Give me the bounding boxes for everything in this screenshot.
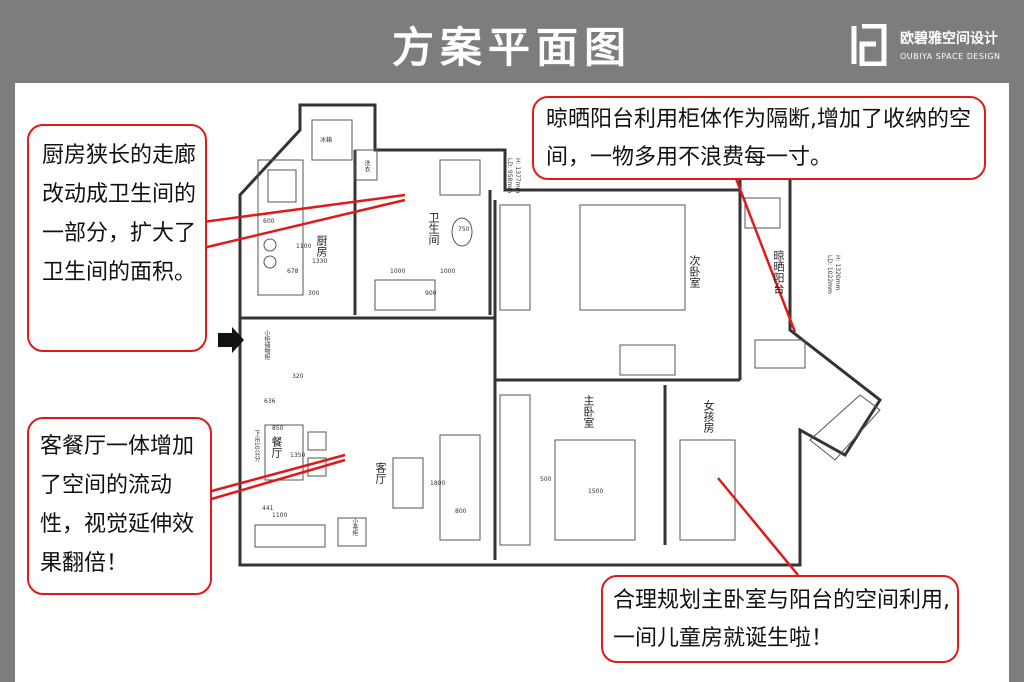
girl-bed bbox=[679, 439, 736, 541]
room-label-master-bedroom: 主卧室 bbox=[582, 395, 595, 428]
callout-balcony: 晾晒阳台利用柜体作为隔断,增加了收纳的空间，一物多用不浪费每一寸。 bbox=[532, 96, 986, 180]
brand-subtitle: OUBIYA SPACE DESIGN bbox=[900, 52, 1001, 61]
dim-500: 500 bbox=[540, 476, 552, 483]
dim-850: 850 bbox=[272, 425, 284, 432]
wardrobe-2 bbox=[499, 394, 531, 546]
callout-living-text: 客餐厅一体增加了空间的流动性，视觉延伸效果翻倍！ bbox=[40, 434, 195, 576]
dim-1330: 1330 bbox=[312, 258, 328, 265]
leader-kitchen-2 bbox=[202, 198, 406, 250]
dim-441: 441 bbox=[262, 505, 274, 512]
callout-kitchen: 厨房狭长的走廊改动成卫生间的一部分，扩大了卫生间的面积。 bbox=[27, 124, 207, 352]
annotation-ld2: LD: 1022mm bbox=[826, 255, 833, 294]
dim-678: 678 bbox=[287, 268, 299, 275]
header: 方案平面图 欧碧雅空间设计 OUBIYA SPACE DESIGN bbox=[0, 0, 1024, 82]
annotation-ld1: LD: 958mm bbox=[506, 158, 513, 194]
kitchen-counter bbox=[257, 159, 304, 296]
annotation-cabinet: 小柜储物柜 bbox=[263, 330, 270, 360]
balcony-cabinet-2 bbox=[744, 197, 781, 229]
fridge bbox=[311, 119, 353, 161]
brand-logo-icon bbox=[851, 24, 887, 66]
dim-1500: 1500 bbox=[588, 488, 604, 495]
page-title: 方案平面图 bbox=[391, 23, 632, 72]
toilet bbox=[451, 217, 473, 247]
dim-1800: 1800 bbox=[430, 480, 446, 487]
annotation-washer: 洗衣 bbox=[363, 160, 370, 172]
entrance-arrow-icon bbox=[218, 327, 244, 353]
room-label-dining: 餐厅 bbox=[270, 436, 283, 458]
chair-1 bbox=[307, 431, 327, 451]
room-label-kitchen: 厨房 bbox=[315, 235, 328, 257]
leader-bedroom bbox=[717, 477, 799, 576]
room-label-living: 客厅 bbox=[374, 462, 387, 484]
washer bbox=[354, 149, 378, 181]
stove-burner-1 bbox=[263, 238, 277, 252]
tv-cabinet bbox=[254, 524, 326, 548]
dim-1350: 1350 bbox=[290, 452, 306, 459]
chair-2 bbox=[307, 457, 327, 477]
callout-kitchen-text: 厨房狭长的走廊改动成卫生间的一部分，扩大了卫生间的面积。 bbox=[42, 143, 197, 285]
dim-636: 636 bbox=[264, 398, 276, 405]
sofa bbox=[439, 434, 481, 541]
balcony-cabinet bbox=[754, 339, 806, 369]
bath-cabinet bbox=[374, 279, 436, 311]
balcony-rail bbox=[809, 394, 881, 461]
annotation-fridge: 冰箱 bbox=[320, 137, 333, 144]
leader-kitchen bbox=[202, 193, 406, 224]
desk-2 bbox=[619, 344, 676, 376]
room-label-drying-balcony: 晾晒阳台 bbox=[772, 250, 785, 294]
room-label-second-bedroom: 次卧室 bbox=[688, 255, 701, 288]
brand: 欧碧雅空间设计 OUBIYA SPACE DESIGN bbox=[848, 22, 1018, 72]
dim-320: 320 bbox=[292, 373, 304, 380]
sink bbox=[267, 169, 297, 203]
callout-balcony-text: 晾晒阳台利用柜体作为隔断,增加了收纳的空间，一物多用不浪费每一寸。 bbox=[546, 107, 971, 170]
annotation-tea-cabinet: 小茶柜 bbox=[351, 518, 358, 536]
dim-1100b: 1100 bbox=[272, 512, 288, 519]
annotation-dining-note: 下吊10公分 bbox=[253, 430, 260, 462]
annotation-toilet: 750 bbox=[458, 226, 470, 233]
leader-living-2 bbox=[207, 458, 346, 502]
room-label-bathroom: 卫生间 bbox=[427, 212, 440, 245]
dim-300: 300 bbox=[308, 290, 320, 297]
side-table bbox=[337, 517, 367, 547]
annotation-ld2b: H: 1320mm bbox=[834, 255, 841, 291]
leader-balcony bbox=[733, 175, 797, 333]
stove-burner-2 bbox=[263, 255, 277, 269]
dim-900: 900 bbox=[425, 290, 437, 297]
coffee-table bbox=[392, 457, 424, 509]
dim-1000b: 1000 bbox=[440, 268, 456, 275]
brand-name: 欧碧雅空间设计 bbox=[900, 31, 998, 47]
annotation-ld1b: H: 1377mm bbox=[514, 158, 521, 194]
dim-1100: 1100 bbox=[296, 243, 312, 250]
wardrobe-1 bbox=[499, 204, 531, 311]
room-label-girl-room: 女孩房 bbox=[702, 400, 715, 433]
callout-bedroom: 合理规划主卧室与阳台的空间利用,一间儿童房就诞生啦！ bbox=[601, 575, 959, 663]
dim-1000a: 1000 bbox=[390, 268, 406, 275]
leader-living bbox=[207, 453, 346, 494]
dim-800: 800 bbox=[455, 508, 467, 515]
callout-living: 客餐厅一体增加了空间的流动性，视觉延伸效果翻倍！ bbox=[27, 417, 212, 595]
dining-table bbox=[264, 424, 304, 481]
dim-600: 600 bbox=[263, 218, 275, 225]
bed-master bbox=[554, 439, 636, 541]
bed-2 bbox=[579, 204, 686, 311]
shower bbox=[439, 159, 481, 196]
callout-bedroom-text: 合理规划主卧室与阳台的空间利用,一间儿童房就诞生啦！ bbox=[613, 588, 950, 651]
